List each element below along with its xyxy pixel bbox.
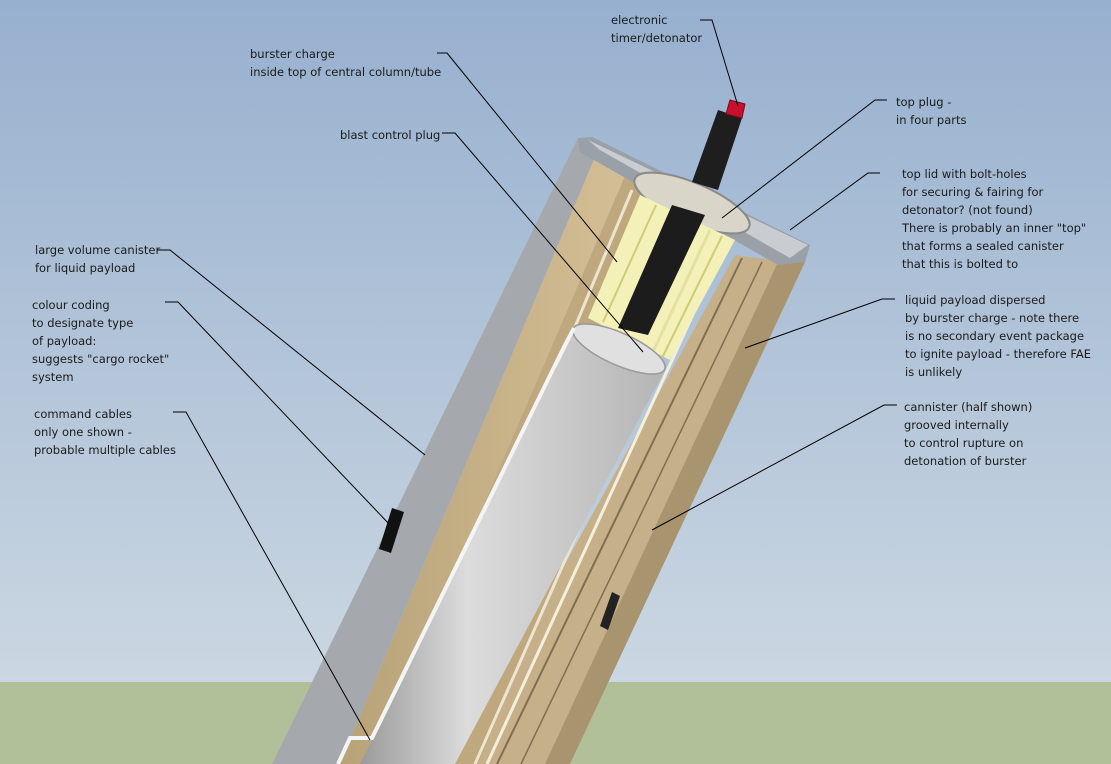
- leader-blast-plug: [442, 132, 644, 353]
- leader-liquid-payload: [744, 298, 895, 349]
- label-large-volume-canister: large volume canister for liquid payload: [35, 243, 161, 275]
- label-top-plug: top plug - in four parts: [896, 95, 967, 127]
- label-command-cables: command cables only one shown - probable…: [34, 407, 176, 457]
- label-burster-charge: burster charge inside top of central col…: [250, 47, 442, 79]
- yellow-column-stripe-3: [650, 229, 712, 355]
- leader-timer: [700, 19, 739, 107]
- label-timer: electronic timer/detonator: [611, 13, 703, 45]
- canister-groove-1: [496, 257, 743, 764]
- yellow-column-stripe-1: [602, 204, 657, 323]
- colour-coding-band: [379, 508, 404, 553]
- label-cannister: cannister (half shown) grooved internall…: [904, 400, 1033, 468]
- yellow-column-stripe-2: [661, 235, 723, 359]
- canister-groove-2: [520, 261, 763, 764]
- outer-canister-body: [455, 255, 790, 764]
- central-tube: [360, 330, 665, 764]
- colour-coding-band-right: [600, 592, 620, 630]
- detonator-shaft: [692, 110, 742, 190]
- command-cable: [336, 327, 576, 764]
- leader-top-plug: [721, 99, 887, 219]
- leader-colour-coding: [165, 301, 391, 526]
- leader-top-lid: [789, 172, 880, 231]
- label-top-lid: top lid with bolt-holes for securing & f…: [902, 167, 1087, 271]
- timer-detonator-icon: [725, 99, 746, 119]
- leader-command-cables: [173, 411, 371, 741]
- label-blast-control-plug: blast control plug: [340, 128, 441, 142]
- outer-shell-left-wall: [272, 138, 600, 764]
- outer-canister-right-face: [545, 262, 805, 764]
- burster-charge: [618, 205, 705, 335]
- leader-cannister: [651, 404, 897, 531]
- label-colour-coding: colour coding to designate type of paylo…: [32, 298, 170, 384]
- outer-shell-left-inner: [340, 145, 632, 764]
- leader-burster: [437, 52, 618, 263]
- leader-large-canister: [157, 249, 426, 456]
- label-liquid-payload: liquid payload dispersed by burster char…: [905, 293, 1092, 379]
